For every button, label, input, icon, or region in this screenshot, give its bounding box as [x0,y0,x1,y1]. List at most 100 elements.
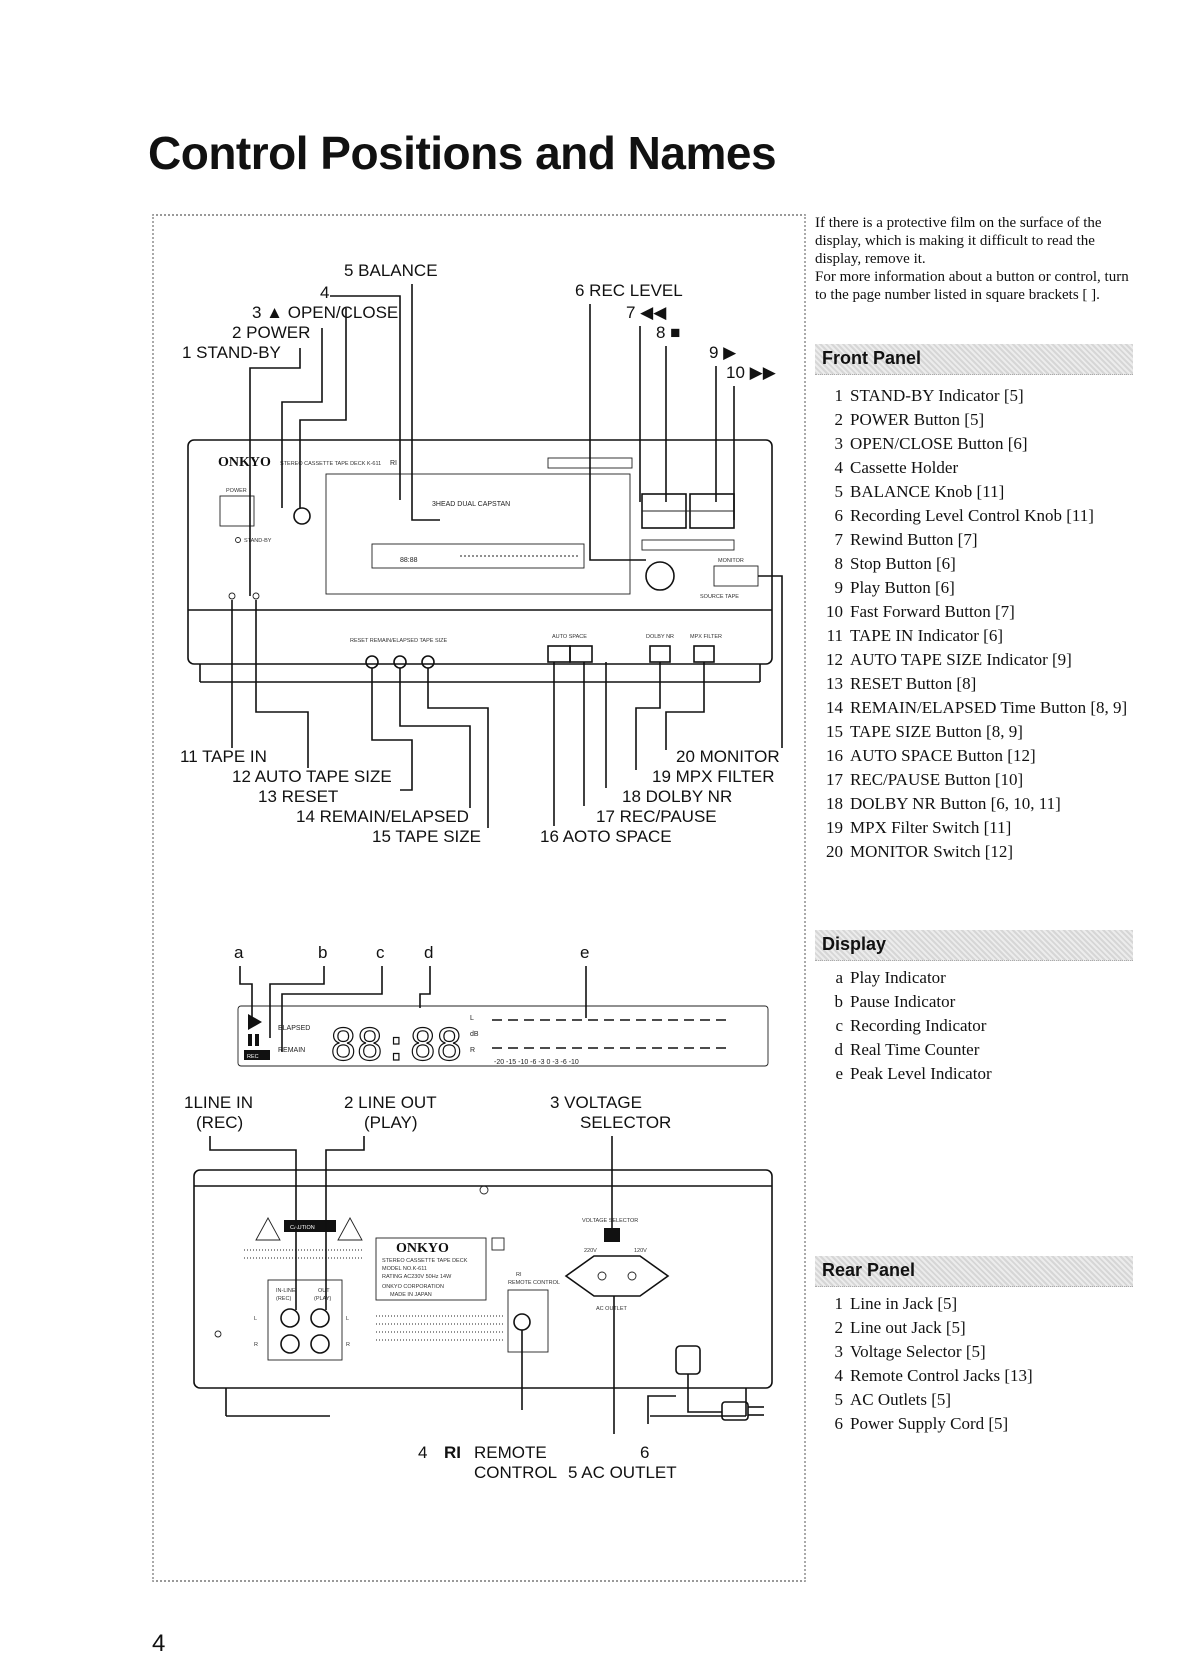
label-tape-in: 11 TAPE IN [180,747,267,766]
voltage-selector-switch [604,1228,620,1242]
front-brand-logo: ONKYO [218,455,271,470]
label-rec-level: 6 REC LEVEL [575,281,683,300]
label-stop: 8 ■ [656,323,680,342]
mpx-filter-switch [693,645,715,663]
svg-text:L: L [470,1015,474,1022]
svg-text:STEREO CASSETTE TAPE DECK: STEREO CASSETTE TAPE DECK [382,1258,468,1264]
svg-text:R: R [470,1047,475,1054]
svg-text:2 LINE OUT: 2 LINE OUT [344,1093,437,1112]
reset-button [365,655,379,669]
front-mini-display [371,543,585,569]
svg-text:SELECTOR: SELECTOR [580,1113,671,1132]
svg-text:REC: REC [247,1054,259,1060]
remote-jack-panel [507,1289,549,1353]
label-auto-space: 16 AOTO SPACE [540,827,672,846]
svg-text:(PLAY): (PLAY) [364,1113,418,1132]
monitor-switch [713,565,759,587]
rec-level-knob [645,561,675,591]
intro-paragraph-brackets: For more information about a button or c… [815,269,1129,303]
svg-text:5 AC OUTLET: 5 AC OUTLET [568,1463,677,1482]
svg-text:SOURCE TAPE: SOURCE TAPE [700,594,739,600]
caution-badge [284,1220,336,1232]
svg-text:STEREO CASSETTE TAPE DECK K-61: STEREO CASSETTE TAPE DECK K-611 [280,461,381,467]
svg-text:e: e [580,943,589,962]
cassette-holder [325,473,631,595]
pause-indicator [248,1034,252,1046]
caution-icon-right [337,1217,363,1241]
svg-text:RI: RI [444,1443,461,1462]
svg-text:MONITOR: MONITOR [718,558,744,564]
svg-text:L: L [254,1316,257,1322]
label-reset: 13 RESET [258,787,338,806]
label-dolby-nr: 18 DOLBY NR [622,787,732,806]
svg-text:(REC): (REC) [276,1296,291,1302]
svg-text:REMOTE: REMOTE [474,1443,547,1462]
svg-text:220V: 220V [584,1248,597,1254]
svg-text:RI: RI [516,1272,522,1278]
svg-text:3HEAD DUAL CAPSTAN: 3HEAD DUAL CAPSTAN [432,501,510,508]
line-out-jack-r [310,1334,330,1354]
svg-text:3 VOLTAGE: 3 VOLTAGE [550,1093,642,1112]
svg-text:POWER: POWER [226,488,247,494]
label-play: 9 ▶ [709,343,737,362]
line-out-jack-l [310,1308,330,1328]
svg-text:STAND-BY: STAND-BY [244,538,272,544]
label-rec-pause: 17 REC/PAUSE [596,807,717,826]
remain-elapsed-button [393,655,407,669]
svg-text:1LINE IN: 1LINE IN [184,1093,253,1112]
svg-text:L: L [346,1316,349,1322]
svg-text:dB: dB [470,1031,479,1038]
label-rewind: 7 ◀◀ [626,303,667,322]
svg-text:ONKYO CORPORATION: ONKYO CORPORATION [382,1284,444,1290]
label-power: 2 POWER [232,323,310,342]
svg-text:RATING AC230V 50Hz 14W: RATING AC230V 50Hz 14W [382,1274,452,1280]
svg-text:b: b [318,943,327,962]
svg-text:ONKYO: ONKYO [396,1241,449,1256]
dolby-nr-switch [649,645,671,663]
page-number: 4 [152,1630,166,1657]
rec-pause-button [569,645,593,663]
svg-text:MPX FILTER: MPX FILTER [690,634,722,640]
label-tape-size: 15 TAPE SIZE [372,827,481,846]
svg-text:R: R [254,1342,258,1348]
line-in-jack-r [280,1334,300,1354]
rear-deck-body [193,1169,773,1389]
svg-text:(REC): (REC) [196,1113,243,1132]
label-remain-elapsed: 14 REMAIN/ELAPSED [296,807,469,826]
standby-indicator [235,537,241,543]
line-in-jack-l [280,1308,300,1328]
svg-text:RI: RI [390,460,397,467]
svg-text:IN-LINE: IN-LINE [276,1288,296,1294]
power-plug [721,1401,749,1421]
label-mpx-filter: 19 MPX FILTER [652,767,775,786]
power-cord-bushing [675,1345,701,1375]
label-balance: 5 BALANCE [344,261,438,280]
auto-tape-size-indicator [252,592,260,600]
rating-plate [375,1237,487,1301]
fl-display [237,1005,769,1067]
svg-text:CONTROL: CONTROL [474,1463,557,1482]
svg-text:c: c [376,943,385,962]
